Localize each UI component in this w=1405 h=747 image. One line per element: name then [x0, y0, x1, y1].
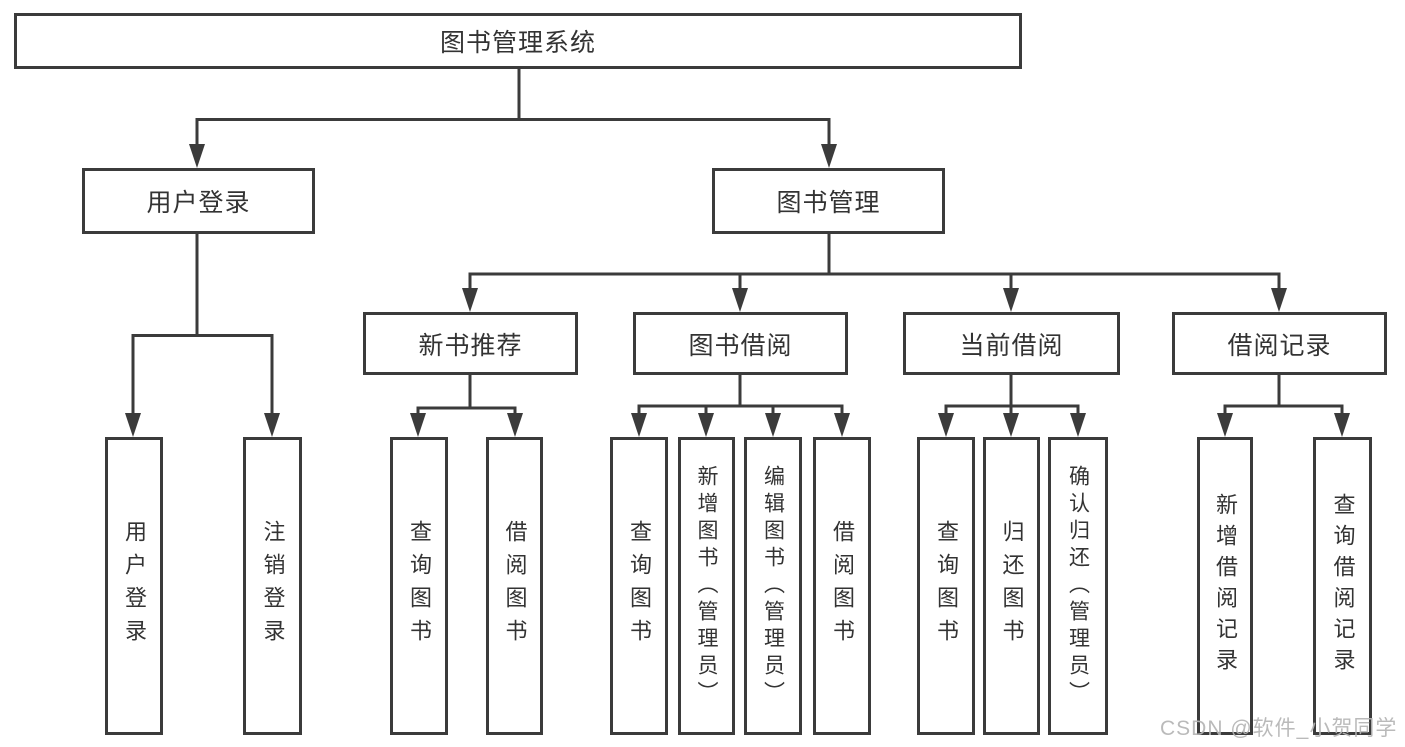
- leaf-borrow-books-1-label: 借阅图书: [502, 520, 528, 652]
- node-user-login: 用户登录: [82, 168, 315, 234]
- leaf-edit-books-admin-label: 编辑图书（管理员）: [761, 464, 785, 708]
- connector-book-borrow-children: [631, 374, 850, 437]
- node-book-management: 图书管理: [712, 168, 945, 234]
- connector-root-to-level2: [189, 68, 837, 168]
- node-root: 图书管理系统: [14, 13, 1022, 69]
- leaf-query-borrow-record: 查询借阅记录: [1313, 437, 1372, 735]
- leaf-borrow-books-2: 借阅图书: [813, 437, 871, 735]
- leaf-query-books-2-label: 查询图书: [627, 520, 652, 652]
- leaf-add-books-admin: 新增图书（管理员）: [678, 437, 735, 735]
- leaf-query-books-3: 查询图书: [917, 437, 975, 735]
- leaf-confirm-return-admin: 确认归还（管理员）: [1048, 437, 1108, 735]
- leaf-logout-label: 注销登录: [260, 520, 286, 652]
- watermark: CSDN @软件_小贺同学: [1160, 717, 1398, 740]
- leaf-confirm-return-admin-label: 确认归还（管理员）: [1066, 464, 1090, 708]
- leaf-edit-books-admin: 编辑图书（管理员）: [744, 437, 802, 735]
- node-book-borrow: 图书借阅: [633, 312, 848, 375]
- connector-current-borrow-children: [938, 374, 1086, 437]
- leaf-add-borrow-record-label: 新增借阅记录: [1213, 493, 1238, 679]
- leaf-query-books-1-label: 查询图书: [407, 520, 432, 652]
- leaf-query-books-1: 查询图书: [390, 437, 448, 735]
- leaf-logout: 注销登录: [243, 437, 302, 735]
- connector-new-books-children: [410, 374, 523, 437]
- leaf-return-books: 归还图书: [983, 437, 1040, 735]
- leaf-return-books-label: 归还图书: [999, 520, 1025, 652]
- leaf-query-books-3-label: 查询图书: [934, 520, 959, 652]
- node-new-book-recommend: 新书推荐: [363, 312, 578, 375]
- connector-user-login-children: [125, 233, 280, 437]
- leaf-add-books-admin-label: 新增图书（管理员）: [695, 464, 718, 708]
- connector-borrow-records-children: [1217, 374, 1350, 437]
- leaf-user-login-label: 用户登录: [122, 520, 147, 652]
- connector-book-management-to-level3: [462, 232, 1287, 312]
- leaf-query-borrow-record-label: 查询借阅记录: [1330, 493, 1356, 679]
- leaf-borrow-books-1: 借阅图书: [486, 437, 543, 735]
- leaf-query-books-2: 查询图书: [610, 437, 668, 735]
- node-current-borrow: 当前借阅: [903, 312, 1120, 375]
- leaf-borrow-books-2-label: 借阅图书: [830, 520, 855, 652]
- leaf-user-login: 用户登录: [105, 437, 163, 735]
- leaf-add-borrow-record: 新增借阅记录: [1197, 437, 1253, 735]
- node-borrow-records: 借阅记录: [1172, 312, 1387, 375]
